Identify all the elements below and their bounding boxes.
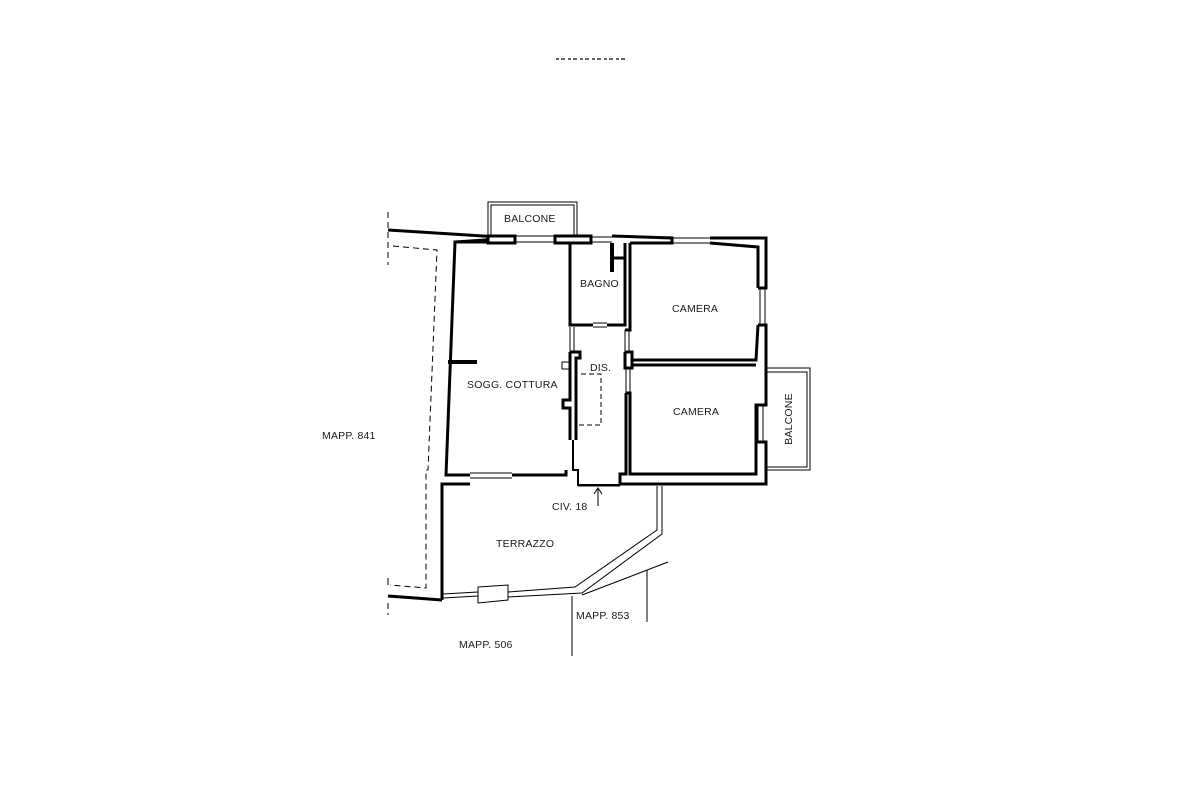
room-label-soggiorno: SOGG. COTTURA [467,379,558,391]
room-label-disimpegno: DIS. [590,362,612,374]
room-label-camera-2: CAMERA [673,406,720,418]
room-label-balcone-right: BALCONE [782,393,795,445]
parcel-label-853: MAPP. 853 [576,610,630,622]
clipped-title-fragment [556,56,628,61]
room-label-balcone-top: BALCONE [504,213,556,225]
room-label-terrazzo: TERRAZZO [496,538,555,550]
room-label-camera-1: CAMERA [672,303,719,315]
room-label-bagno: BAGNO [580,278,619,290]
parcel-label-506: MAPP. 506 [459,639,513,651]
parcel-label-841: MAPP. 841 [322,430,376,442]
entrance-label: CIV. 18 [552,501,588,513]
soggiorno-outer-wall [444,240,515,477]
